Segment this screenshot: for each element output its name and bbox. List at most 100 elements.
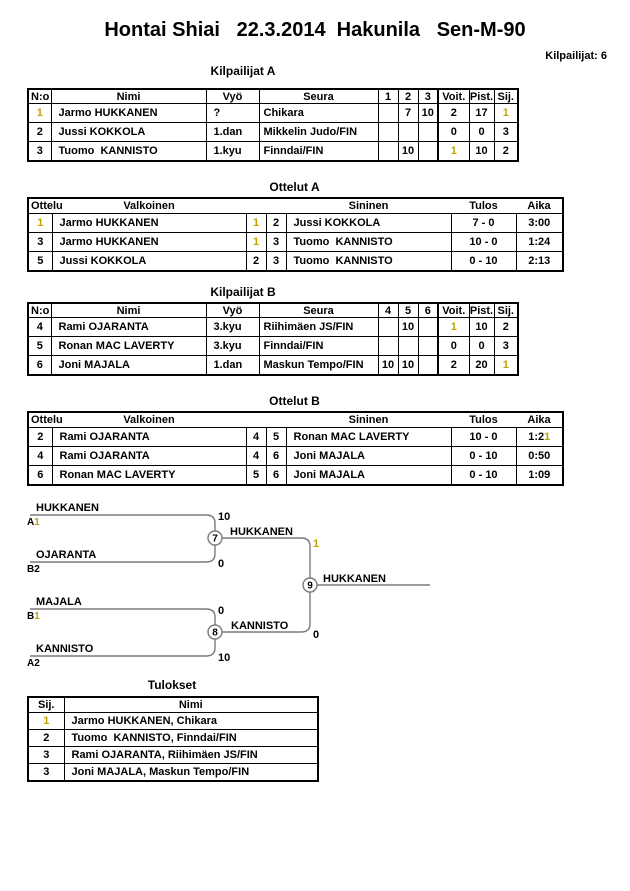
sininen-cell: Tuomo KANNISTO [285, 251, 452, 272]
no-cell: 3 [27, 141, 52, 162]
header-row: N:o Nimi Vyö Seura 1 2 3 Voit. Pist. Sij… [27, 88, 519, 104]
bracket-winner-score: 1 [313, 538, 320, 550]
table-row: 3 Joni MAJALA, Maskun Tempo/FIN [27, 763, 319, 782]
col-pist: Pist. [468, 88, 495, 104]
pist-cell: 10 [468, 141, 495, 162]
col-sij: Sij. [493, 302, 519, 318]
header-row: N:o Nimi Vyö Seura 4 5 6 Voit. Pist. Sij… [27, 302, 519, 318]
valkoinen-cell: Rami OJARANTA [51, 446, 247, 466]
r3-cell: 10 [417, 103, 439, 123]
ottelut-a-table: Ottelu Valkoinen Sininen Tulos Aika 1 Ja… [27, 197, 564, 272]
header-row: Sij. Nimi [27, 696, 319, 713]
bracket-entry-seed: B1 [27, 611, 40, 622]
table-row: 2 Tuomo KANNISTO, Finndai/FIN [27, 729, 319, 747]
col-valkoinen: Valkoinen [123, 200, 175, 212]
table-row: 1 Jarmo HUKKANEN 1 2 Jussi KOKKOLA 7 - 0… [27, 213, 564, 233]
sininen-cell: Joni MAJALA [285, 446, 452, 466]
col-ottelu: Ottelu [31, 200, 63, 212]
vyo-cell: 1.dan [205, 122, 260, 142]
bracket-winner-name: HUKKANEN [230, 526, 293, 538]
nimi-cell: Joni MAJALA, Maskun Tempo/FIN [63, 763, 319, 782]
header-row: Ottelu Valkoinen Sininen Tulos Aika [28, 412, 563, 428]
competitor-count-label: Kilpailijat: 6 [545, 50, 607, 62]
r4-cell [377, 317, 399, 337]
r6-cell [417, 336, 439, 356]
table-row: 2 Rami OJARANTA 4 5 Ronan MAC LAVERTY 10… [27, 427, 564, 447]
pist-cell: 0 [468, 336, 495, 356]
col-r6: 6 [417, 302, 439, 318]
pist-cell: 17 [468, 103, 495, 123]
seura-cell: Finndai/FIN [258, 141, 379, 162]
col-voit: Voit. [437, 88, 470, 104]
bracket-line [30, 639, 216, 657]
match-number: 9 [307, 581, 313, 592]
sij-cell: 3 [493, 336, 519, 356]
col-voit: Voit. [437, 302, 470, 318]
col-no: N:o [27, 88, 52, 104]
col-nimi: Nimi [50, 88, 207, 104]
nimi-cell: Jarmo HUKKANEN [50, 103, 207, 123]
page-title: Hontai Shiai 22.3.2014 Hakunila Sen-M-90 [104, 19, 526, 41]
vyo-cell: ? [205, 103, 260, 123]
bnum-cell: 6 [265, 465, 287, 486]
nimi-cell: Jussi KOKKOLA [50, 122, 207, 142]
nimi-cell: Tuomo KANNISTO, Finndai/FIN [63, 729, 319, 747]
ottelu-cell: 2 [27, 427, 53, 447]
vyo-cell: 3.kyu [205, 317, 260, 337]
wnum-cell: 2 [245, 251, 267, 272]
nimi-cell: Rami OJARANTA [50, 317, 207, 337]
section-title-kilpailijat-a: Kilpailijat A [210, 64, 276, 78]
col-r5: 5 [397, 302, 419, 318]
bracket-entry-score: 10 [218, 652, 231, 664]
r3-cell [417, 141, 439, 162]
kilpailijat-a-table: N:o Nimi Vyö Seura 1 2 3 Voit. Pist. Sij… [27, 88, 519, 162]
pist-cell: 0 [468, 122, 495, 142]
bracket-line [222, 537, 311, 578]
valkoinen-cell: Jarmo HUKKANEN [51, 213, 247, 233]
voit-cell: 2 [437, 355, 470, 376]
aika-cell: 3:00 [515, 213, 564, 233]
col-bnum [266, 412, 286, 428]
match-number: 8 [212, 628, 218, 639]
col-tulos: Tulos [469, 200, 498, 212]
col-aika: Aika [527, 414, 551, 426]
voit-cell: 1 [437, 317, 470, 337]
valkoinen-cell: Ronan MAC LAVERTY [51, 465, 247, 486]
bracket-entry-name: KANNISTO [36, 643, 94, 655]
ottelu-cell: 6 [27, 465, 53, 486]
tulos-cell: 7 - 0 [450, 213, 517, 233]
section-title-ottelut-b: Ottelut B [269, 394, 320, 408]
bracket-champion-name: HUKKANEN [323, 573, 386, 585]
bracket-entry-score: 0 [218, 605, 225, 617]
sij-cell: 1 [493, 103, 519, 123]
sij-cell: 1 [27, 712, 65, 730]
bracket-line [30, 608, 216, 625]
r4-cell [377, 336, 399, 356]
col-bnum [266, 198, 286, 214]
table-row: 3 Jarmo HUKKANEN 1 3 Tuomo KANNISTO 10 -… [27, 232, 564, 252]
col-r1: 1 [377, 88, 399, 104]
ottelu-cell: 1 [27, 213, 53, 233]
sij-cell: 2 [493, 141, 519, 162]
table-row: 3 Tuomo KANNISTO 1.kyu Finndai/FIN 10 1 … [27, 141, 519, 162]
col-vyo: Vyö [205, 302, 260, 318]
valkoinen-cell: Jussi KOKKOLA [51, 251, 247, 272]
col-aika: Aika [527, 200, 551, 212]
bracket-lines: 7 8 9 [30, 514, 430, 657]
voit-cell: 2 [437, 103, 470, 123]
col-sininen: Sininen [348, 414, 389, 426]
bracket-entry-seed: B2 [27, 564, 40, 575]
wnum-cell: 1 [245, 213, 267, 233]
bracket-line [30, 545, 216, 563]
r1-cell [377, 122, 399, 142]
r3-cell [417, 122, 439, 142]
aika-cell: 1:09 [515, 465, 564, 486]
r2-cell [397, 122, 419, 142]
wnum-cell: 5 [245, 465, 267, 486]
match-number: 7 [212, 534, 218, 545]
ottelu-cell: 4 [27, 446, 53, 466]
col-ottelu: Ottelu [31, 414, 63, 426]
r6-cell [417, 317, 439, 337]
col-r4: 4 [377, 302, 399, 318]
